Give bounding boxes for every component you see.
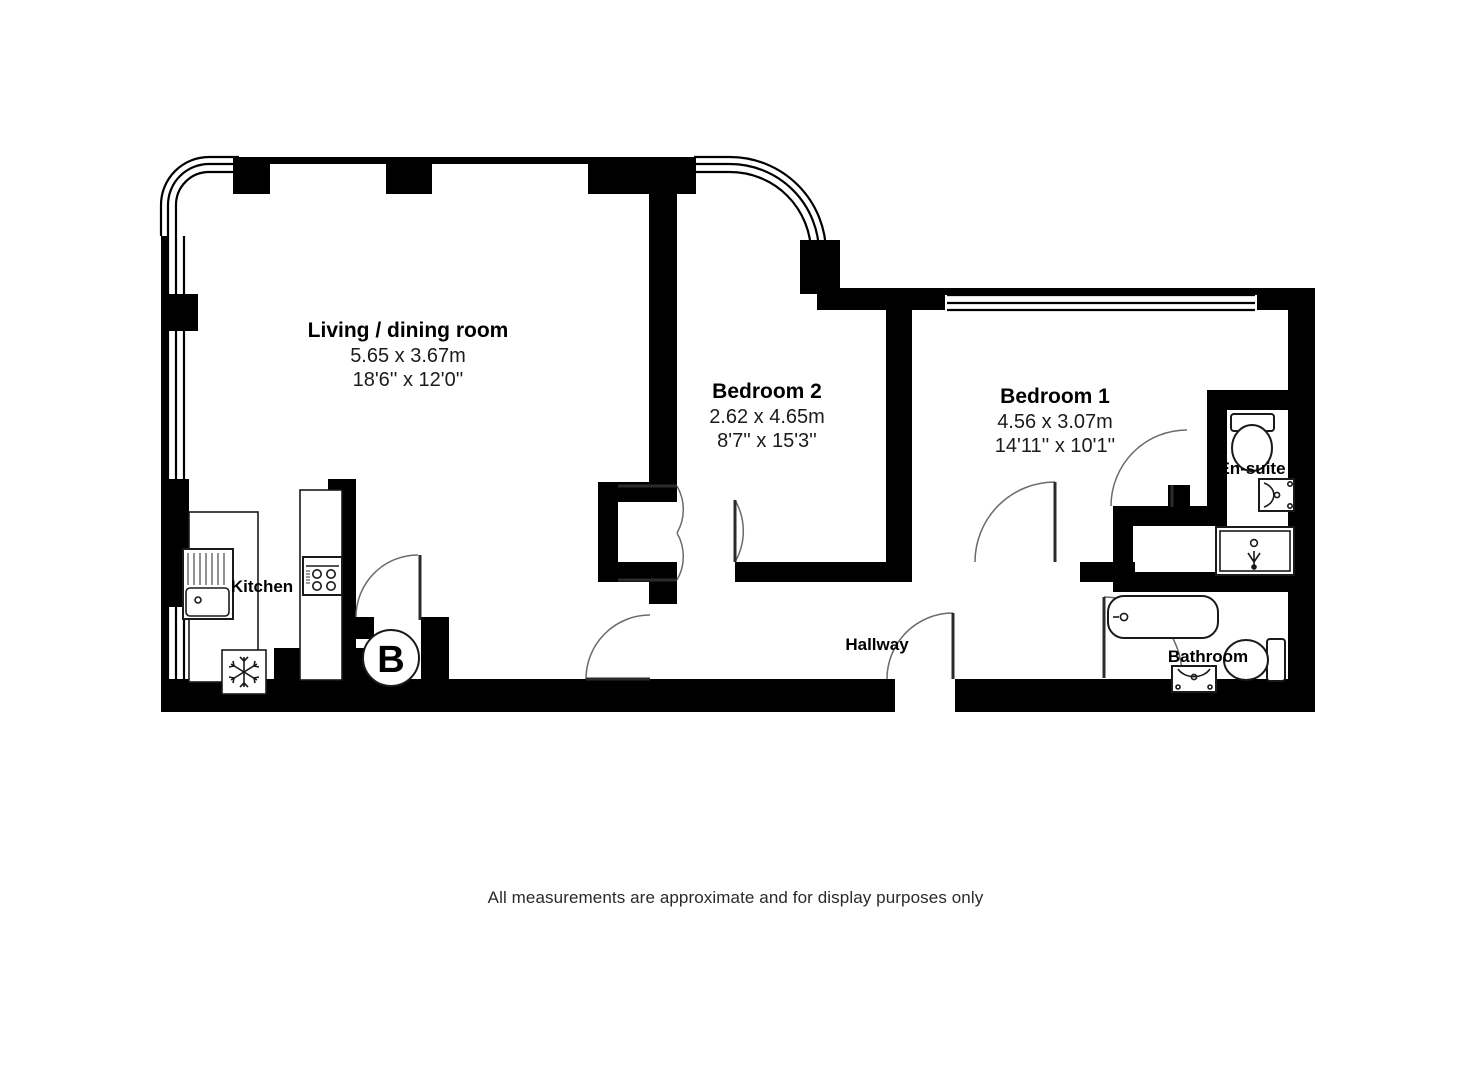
hallway-label: Hallway [845, 635, 909, 654]
door-hallway [886, 612, 955, 680]
door-bedroom1 [974, 481, 1057, 563]
bathroom-label: Bathroom [1168, 647, 1248, 666]
window-left-lower [166, 607, 186, 692]
bedroom1-metric: 4.56 x 3.07m [997, 411, 1113, 433]
ensuite-label: En-suite [1218, 459, 1285, 478]
living-dining-metric: 5.65 x 3.67m [350, 345, 466, 367]
door-bedroom2 [733, 499, 745, 563]
bathroom-toilet-icon [1223, 638, 1286, 682]
window-left-upper [166, 236, 186, 479]
boiler-marker: B [362, 629, 420, 687]
wall-bedroom2-left-upper [649, 164, 677, 482]
bedroom2-name: Bedroom 2 [712, 380, 822, 403]
kitchen-label: Kitchen [231, 577, 293, 596]
wall-pier-bay-right [800, 240, 840, 294]
door-hallway-living [585, 614, 651, 681]
living-dining-imperial: 18'6'' x 12'0'' [353, 369, 464, 391]
wall-ensuite-top [1207, 390, 1288, 410]
room-label-living-dining: Living / dining room 5.65 x 3.67m 18'6''… [308, 319, 509, 391]
wall-pier-left-1 [161, 294, 198, 331]
wall-ensuite-bottom-left [1113, 506, 1227, 526]
room-label-bedroom-2: Bedroom 2 2.62 x 4.65m 8'7'' x 15'3'' [709, 380, 825, 452]
door-ensuite [1110, 429, 1188, 507]
wall-top-living [233, 157, 696, 164]
wall-bottom-hall [649, 679, 895, 712]
door-kitchen [355, 554, 422, 620]
ensuite-shower-tray-icon [1215, 526, 1295, 576]
bay-window-top-left [159, 155, 239, 236]
boiler-letter: B [377, 639, 404, 681]
wardrobe-doors-bedroom2 [618, 484, 684, 582]
bedroom2-metric: 2.62 x 4.65m [709, 406, 825, 428]
wall-bedroom2-jamb [649, 562, 677, 604]
sink-icon [182, 548, 234, 620]
wall-bedroom2-bottom [735, 562, 887, 582]
bedroom1-name: Bedroom 1 [1000, 385, 1110, 408]
bathroom-basin-icon [1171, 665, 1217, 693]
wall-hall-return [1080, 562, 1135, 582]
wall-left-seg-c [161, 607, 168, 679]
hob-icon [302, 556, 343, 596]
ensuite-basin-icon [1258, 478, 1295, 512]
wall-bottom-hall-left [421, 679, 649, 712]
wall-bottom-right [955, 679, 1315, 712]
fridge-snowflake-icon [221, 649, 267, 695]
room-label-bedroom-1: Bedroom 1 4.56 x 3.07m 14'11'' x 10'1'' [995, 385, 1115, 457]
wall-ensuite-bottom [1113, 572, 1315, 592]
wall-top-bedroom1-window [945, 288, 1257, 295]
window-bedroom1-top [947, 293, 1255, 312]
wall-boiler-right-2 [421, 617, 449, 679]
bathroom-bath-icon [1107, 595, 1219, 639]
wall-left-seg-a [161, 236, 168, 294]
disclaimer-text: All measurements are approximate and for… [487, 888, 984, 907]
ensuite-toilet-icon [1230, 413, 1275, 472]
bedroom1-imperial: 14'11'' x 10'1'' [995, 435, 1115, 457]
wall-ensuite-left-upper [1207, 390, 1227, 520]
wall-boiler-left [356, 617, 374, 639]
wall-left-seg-b [161, 331, 168, 479]
living-dining-name: Living / dining room [308, 319, 509, 342]
bedroom2-imperial: 8'7'' x 15'3'' [717, 430, 817, 452]
wall-top-bedroom1-left [817, 288, 945, 310]
wall-bedroom2-right [886, 288, 912, 582]
wall-wardrobe-left [598, 482, 618, 582]
